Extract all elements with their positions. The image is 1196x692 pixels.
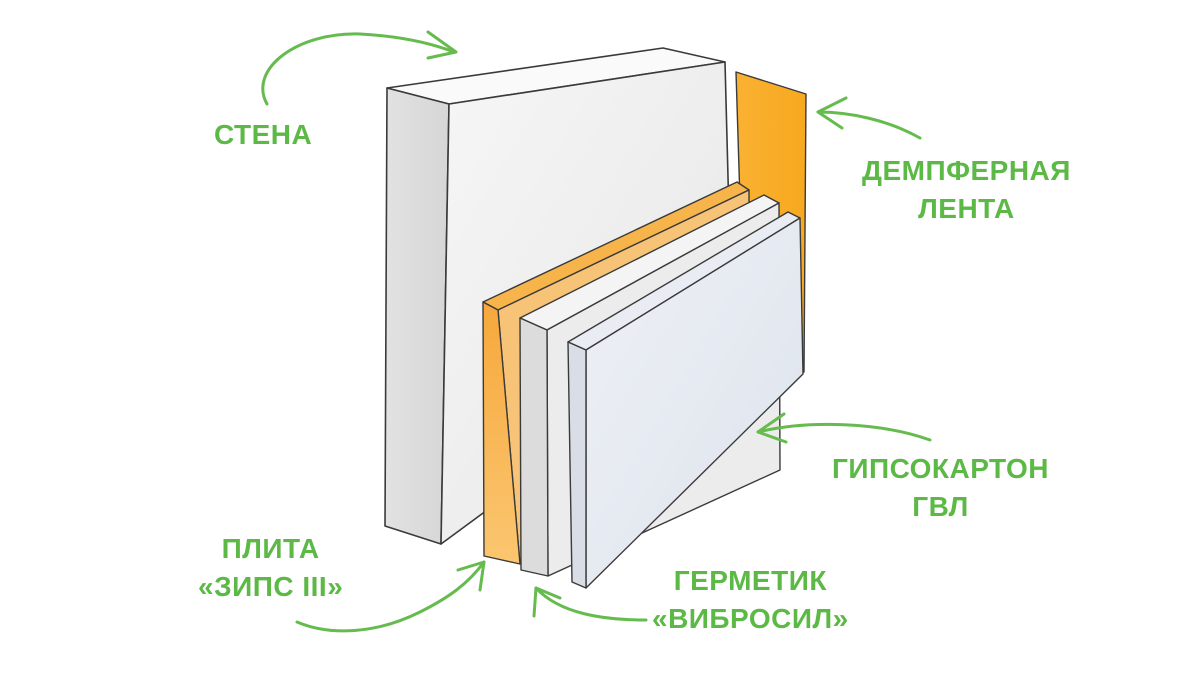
label-damper-line-2: ЛЕНТА (918, 193, 1015, 224)
label-sealant-line-2: «ВИБРОСИЛ» (652, 603, 849, 634)
label-damper-line-1: ДЕМПФЕРНАЯ (862, 155, 1071, 186)
label-plate-line-2: «ЗИПС III» (198, 571, 344, 602)
arrow-drywall-icon (756, 412, 932, 444)
drywall-panel (567, 211, 804, 589)
label-sealant-line-1: ГЕРМЕТИК (673, 565, 827, 596)
label-plate-line-1: ПЛИТА (221, 533, 320, 564)
label-drywall: ГИПСОКАРТОН ГВЛ (832, 450, 1049, 526)
arrow-sealant-icon (532, 586, 648, 622)
label-drywall-line-1: ГИПСОКАРТОН (832, 453, 1049, 484)
label-drywall-line-2: ГВЛ (912, 491, 969, 522)
label-damper-tape: ДЕМПФЕРНАЯ ЛЕНТА (862, 152, 1071, 228)
label-plate: ПЛИТА «ЗИПС III» (198, 530, 343, 606)
label-wall: СТЕНА (214, 116, 312, 154)
arrow-plate-icon (295, 560, 486, 633)
arrow-damper-icon (816, 96, 922, 140)
label-sealant: ГЕРМЕТИК «ВИБРОСИЛ» (652, 562, 849, 638)
label-wall-line-1: СТЕНА (214, 119, 313, 150)
arrow-wall-icon (261, 30, 458, 106)
